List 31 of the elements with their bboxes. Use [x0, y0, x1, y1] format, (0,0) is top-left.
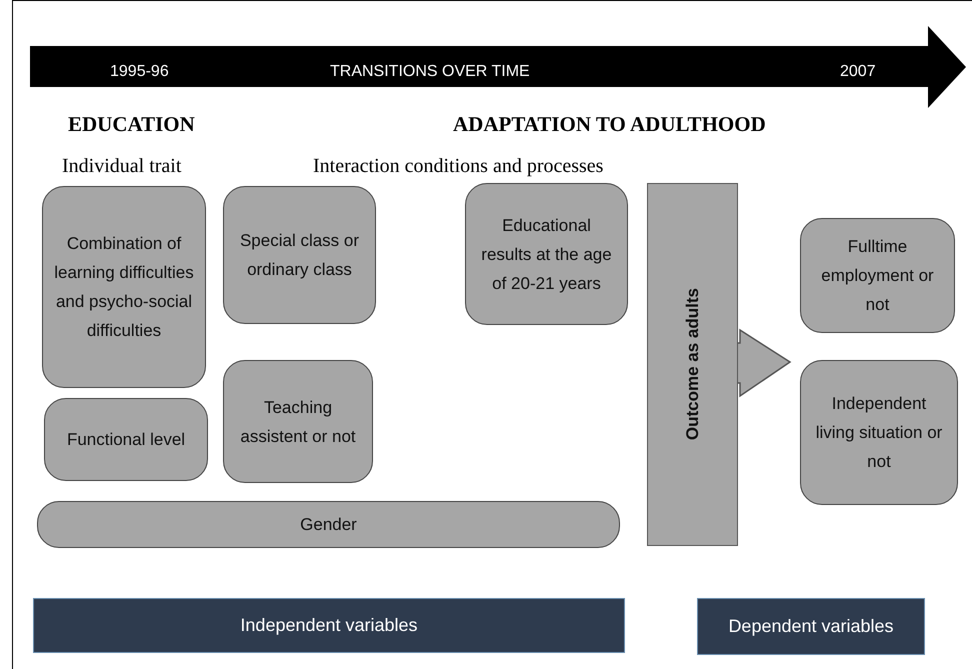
rounded-box [800, 218, 955, 333]
timeline-arrow [30, 26, 966, 108]
column-heading: Individual trait [62, 155, 182, 178]
bar-label: Outcome as adults [682, 288, 702, 441]
banner-label: Independent variables [240, 615, 418, 636]
timeline-label: TRANSITIONS OVER TIME [330, 63, 530, 81]
box-label: Teaching assistent or not [239, 396, 357, 448]
rounded-box [223, 186, 376, 324]
outcome-bar [647, 183, 738, 546]
box-label: Combination of learning difficulties and psycho-social difficulties [53, 233, 195, 342]
banner-label: Dependent variables [728, 616, 894, 637]
rounded-box [42, 186, 206, 388]
variable-banner [697, 598, 925, 655]
section-heading: EDUCATION [68, 112, 195, 137]
section-heading: ADAPTATION TO ADULTHOOD [453, 112, 766, 137]
timeline-label: 2007 [840, 63, 876, 81]
rounded-box [465, 183, 628, 325]
rounded-box [800, 360, 958, 505]
rounded-box [223, 360, 373, 483]
box-label: Fulltime employment or not [820, 236, 935, 316]
box-label: Functional level [66, 429, 186, 451]
block-arrow [735, 328, 792, 398]
variable-banner [33, 598, 625, 653]
box-label: Independent living situation or not [814, 393, 944, 473]
box-label: Gender [300, 514, 357, 536]
rounded-box [44, 398, 208, 481]
box-label: Educational results at the age of 20-21 years [480, 214, 613, 294]
timeline-label: 1995-96 [110, 63, 169, 81]
rounded-box [37, 501, 620, 548]
column-heading: Interaction conditions and processes [313, 155, 604, 178]
box-label: Special class or ordinary class [238, 230, 360, 281]
